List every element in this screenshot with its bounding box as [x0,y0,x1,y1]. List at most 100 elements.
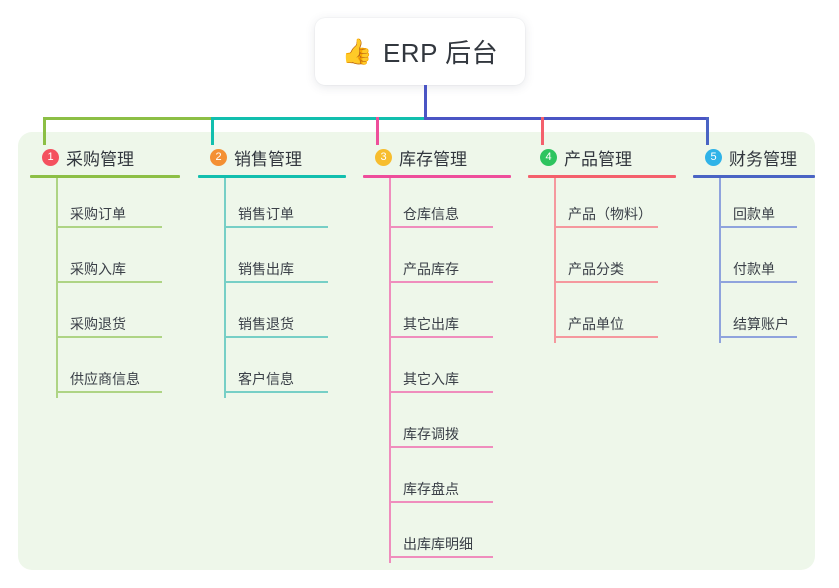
leaf-item-underline [719,226,797,228]
leaf-item[interactable]: 库存调拨 [363,398,511,453]
branch-items-2: 销售订单销售出库销售退货客户信息 [198,178,346,398]
branch-header-1[interactable]: 1 采购管理 [30,145,180,169]
branch-items-4: 产品（物料） 产品分类产品单位 [528,178,676,343]
leaf-item-label: 仓库信息 [403,206,459,222]
leaf-item-label: 销售退货 [238,316,294,332]
leaf-item[interactable]: 销售出库 [198,233,346,288]
branch-header-3[interactable]: 3 库存管理 [363,145,511,169]
branch-underline-2 [198,175,346,178]
leaf-item-underline [56,336,162,338]
leaf-item[interactable]: 销售订单 [198,178,346,233]
branch-number-badge-3: 3 [375,148,392,166]
bus-segment-teal [212,117,427,120]
leaf-item-underline [389,501,493,503]
leaf-item[interactable]: 销售退货 [198,288,346,343]
leaf-item-underline [56,391,162,393]
branch-items-1: 采购订单采购入库采购退货供应商信息 [30,178,180,398]
branch-drop-line-3 [376,117,379,145]
leaf-item[interactable]: 客户信息 [198,343,346,398]
branch-drop-line-5 [706,117,709,145]
leaf-item-label: 付款单 [733,261,775,277]
branch-header-4[interactable]: 4 产品管理 [528,145,676,169]
branch-title-2: 销售管理 [234,149,302,169]
leaf-item-underline [554,226,658,228]
leaf-item-label: 库存调拨 [403,426,459,442]
leaf-item-label: 产品库存 [403,261,459,277]
leaf-item-underline [224,226,328,228]
branch-title-5: 财务管理 [729,149,797,169]
root-node-erp-backend[interactable]: 👍 ERP 后台 [315,18,525,85]
leaf-item-label: 其它出库 [403,316,459,332]
leaf-item[interactable]: 产品库存 [363,233,511,288]
branch-drop-line-1 [43,117,46,145]
leaf-item-label: 采购入库 [70,261,126,277]
branch-title-4: 产品管理 [564,149,632,169]
leaf-item[interactable]: 付款单 [693,233,815,288]
leaf-item[interactable]: 采购入库 [30,233,180,288]
leaf-item-underline [389,446,493,448]
leaf-item[interactable]: 其它出库 [363,288,511,343]
leaf-item[interactable]: 供应商信息 [30,343,180,398]
branch-spine-2 [224,178,226,398]
branch-spine-3 [389,178,391,563]
branch-drop-line-4 [541,117,544,145]
branch-spine-5 [719,178,721,343]
branch-number-badge-2: 2 [210,148,227,166]
leaf-item-underline [56,281,162,283]
branch-column-4: 4 产品管理产品（物料） 产品分类产品单位 [528,145,676,343]
leaf-item[interactable]: 库存盘点 [363,453,511,508]
leaf-item-label: 产品分类 [568,261,624,277]
leaf-item-label: 其它入库 [403,371,459,387]
branch-underline-1 [30,175,180,178]
leaf-item[interactable]: 采购订单 [30,178,180,233]
leaf-item-label: 结算账户 [733,316,789,332]
bus-segment-blue [424,117,709,120]
leaf-item-underline [389,556,493,558]
branch-title-1: 采购管理 [66,149,134,169]
leaf-item-underline [719,336,797,338]
leaf-item-underline [389,391,493,393]
leaf-item[interactable]: 仓库信息 [363,178,511,233]
leaf-item-underline [554,281,658,283]
leaf-item[interactable]: 产品单位 [528,288,676,343]
branch-header-5[interactable]: 5 财务管理 [693,145,815,169]
leaf-item[interactable]: 产品（物料） [528,178,676,233]
leaf-item[interactable]: 结算账户 [693,288,815,343]
leaf-item-label: 产品（物料） [568,206,652,222]
branch-column-3: 3 库存管理仓库信息产品库存其它出库其它入库库存调拨库存盘点出库库明细 [363,145,511,563]
branch-column-5: 5 财务管理回款单付款单结算账户 [693,145,815,343]
leaf-item[interactable]: 回款单 [693,178,815,233]
leaf-item[interactable]: 采购退货 [30,288,180,343]
leaf-item-label: 销售订单 [238,206,294,222]
leaf-item-label: 销售出库 [238,261,294,277]
leaf-item[interactable]: 出库库明细 [363,508,511,563]
branch-title-3: 库存管理 [399,149,467,169]
leaf-item-label: 出库库明细 [403,536,473,552]
branch-header-2[interactable]: 2 销售管理 [198,145,346,169]
leaf-item-underline [719,281,797,283]
leaf-item[interactable]: 产品分类 [528,233,676,288]
leaf-item-underline [224,391,328,393]
leaf-item[interactable]: 其它入库 [363,343,511,398]
leaf-item-underline [554,336,658,338]
branch-spine-4 [554,178,556,343]
branch-number-badge-1: 1 [42,148,59,166]
leaf-item-label: 采购退货 [70,316,126,332]
leaf-item-label: 产品单位 [568,316,624,332]
branch-underline-4 [528,175,676,178]
leaf-item-underline [389,281,493,283]
branch-column-2: 2 销售管理销售订单销售出库销售退货客户信息 [198,145,346,398]
leaf-item-underline [224,281,328,283]
branch-items-3: 仓库信息产品库存其它出库其它入库库存调拨库存盘点出库库明细 [363,178,511,563]
leaf-item-label: 供应商信息 [70,371,140,387]
branch-number-badge-5: 5 [705,148,722,166]
branch-underline-3 [363,175,511,178]
branch-drop-line-2 [211,117,214,145]
leaf-item-underline [56,226,162,228]
branch-number-badge-4: 4 [540,148,557,166]
leaf-item-underline [389,336,493,338]
leaf-item-underline [389,226,493,228]
leaf-item-label: 客户信息 [238,371,294,387]
branch-underline-5 [693,175,815,178]
